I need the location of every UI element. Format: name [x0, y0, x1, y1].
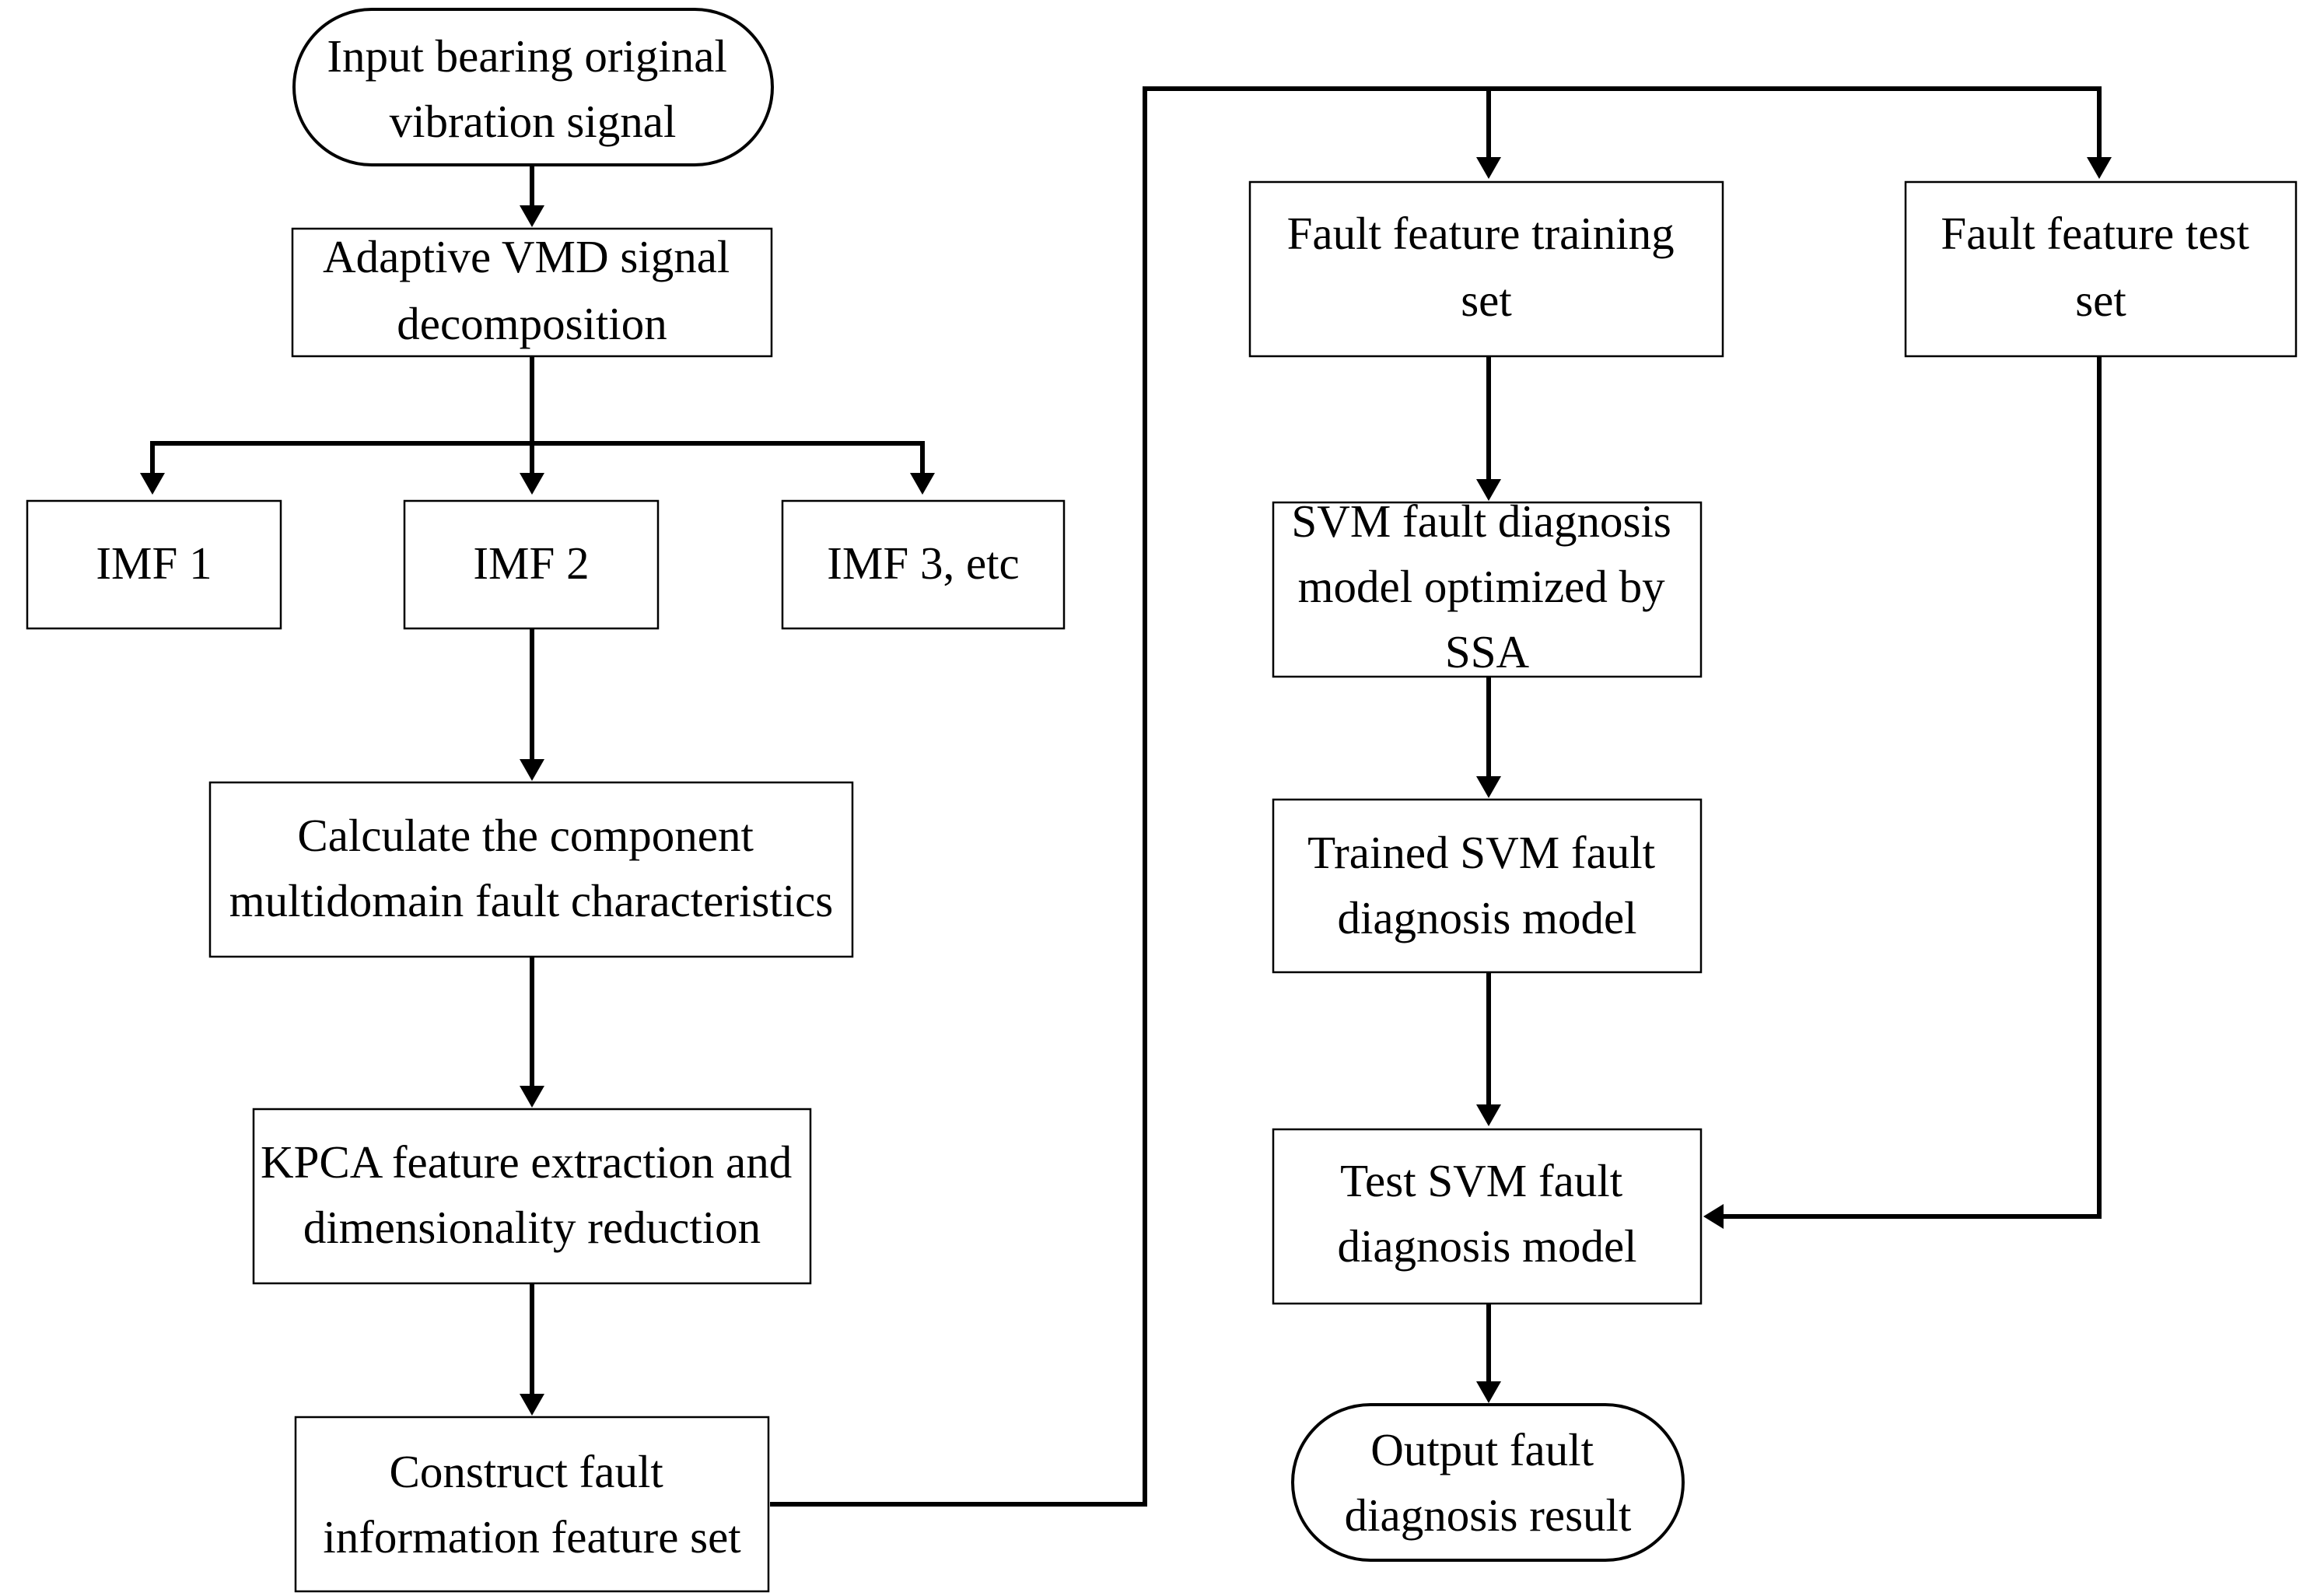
arrow-head: [520, 473, 544, 495]
node-text: Fault feature training set: [1287, 208, 1686, 326]
arrow-head: [140, 473, 165, 495]
node-text: KPCA feature extraction and dimensionali…: [261, 1136, 803, 1253]
node-line: Fault feature test: [1941, 208, 2249, 259]
node-adaptive-vmd: Adaptive VMD signal decomposition: [291, 227, 773, 358]
arrow-head: [1476, 479, 1501, 501]
node-line: multidomain fault characteristics: [229, 875, 834, 926]
node-line: Test SVM fault: [1340, 1155, 1623, 1206]
arrow-head: [2087, 157, 2112, 179]
arrow-head: [910, 473, 935, 495]
arrow-head: [520, 1394, 544, 1416]
node-svm-ssa: SVM fault diagnosis model optimized by S…: [1272, 495, 1703, 678]
connectors: [140, 86, 2112, 1507]
node-text: Input bearing original vibration signal: [327, 30, 738, 147]
arrow-head: [1476, 776, 1501, 798]
node-line: diagnosis model: [1337, 892, 1636, 943]
node-trained-svm: Trained SVM fault diagnosis model: [1272, 798, 1703, 974]
node-line: KPCA feature extraction and: [261, 1136, 792, 1188]
arrow-test-set-to-test-svm: [1720, 356, 2102, 1219]
node-imf3: IMF 3, etc: [781, 499, 1066, 630]
node-calc-multidomain: Calculate the component multidomain faul…: [208, 781, 854, 958]
node-text: Calculate the component multidomain faul…: [229, 810, 834, 926]
arrow-head: [1476, 1381, 1501, 1403]
node-line: set: [2075, 275, 2126, 326]
node-line: SVM fault diagnosis: [1291, 495, 1671, 547]
node-line: Trained SVM fault: [1307, 827, 1655, 878]
node-imf1: IMF 1: [26, 499, 282, 630]
node-line: SSA: [1445, 626, 1530, 677]
node-output-result: Output fault diagnosis result: [1291, 1403, 1685, 1562]
arrow-head: [520, 1086, 544, 1108]
node-line: Adaptive VMD signal: [323, 231, 730, 282]
node-text: Construct fault information feature set: [323, 1446, 741, 1563]
node-line: vibration signal: [390, 96, 677, 147]
node-text: Adaptive VMD signal decomposition: [323, 231, 741, 349]
node-text: IMF 2: [473, 537, 589, 589]
node-line: set: [1461, 275, 1512, 326]
node-input-signal: Input bearing original vibration signal: [292, 8, 774, 166]
arrow-construct-to-sets: [770, 86, 2102, 1507]
node-line: Fault feature training: [1287, 208, 1675, 259]
arrow-head: [1703, 1204, 1724, 1229]
node-text: Trained SVM fault diagnosis model: [1307, 827, 1667, 943]
node-line: Construct fault: [389, 1446, 663, 1497]
node-text: Test SVM fault diagnosis model: [1337, 1155, 1636, 1272]
node-line: diagnosis model: [1337, 1220, 1636, 1272]
arrow-head: [1476, 1104, 1501, 1126]
node-test-set: Fault feature test set: [1904, 180, 2298, 358]
node-imf2: IMF 2: [403, 499, 660, 630]
arrow-vmd-to-imf-branch: [150, 356, 534, 476]
node-line: decomposition: [397, 298, 667, 349]
arrow-head: [1476, 157, 1501, 179]
node-kpca: KPCA feature extraction and dimensionali…: [252, 1108, 812, 1285]
arrow-head: [520, 205, 544, 227]
node-test-svm: Test SVM fault diagnosis model: [1272, 1128, 1703, 1305]
node-text: Output fault diagnosis result: [1345, 1424, 1632, 1541]
node-line: Calculate the component: [297, 810, 754, 861]
node-line: dimensionality reduction: [303, 1202, 761, 1253]
node-text: IMF 3, etc: [827, 537, 1019, 589]
node-line: Input bearing original: [327, 30, 726, 82]
node-training-set: Fault feature training set: [1248, 180, 1724, 358]
arrow-head: [520, 759, 544, 781]
node-text: IMF 1: [96, 537, 212, 589]
node-construct-set: Construct fault information feature set: [294, 1416, 770, 1593]
node-line: model optimized by: [1298, 561, 1665, 612]
node-text: Fault feature test set: [1941, 208, 2260, 326]
node-text: SVM fault diagnosis model optimized by S…: [1291, 495, 1682, 677]
node-line: information feature set: [323, 1511, 741, 1563]
node-line: Output fault: [1370, 1424, 1594, 1475]
arrow-branch-to-imf3: [532, 441, 925, 476]
node-line: diagnosis result: [1345, 1489, 1632, 1541]
